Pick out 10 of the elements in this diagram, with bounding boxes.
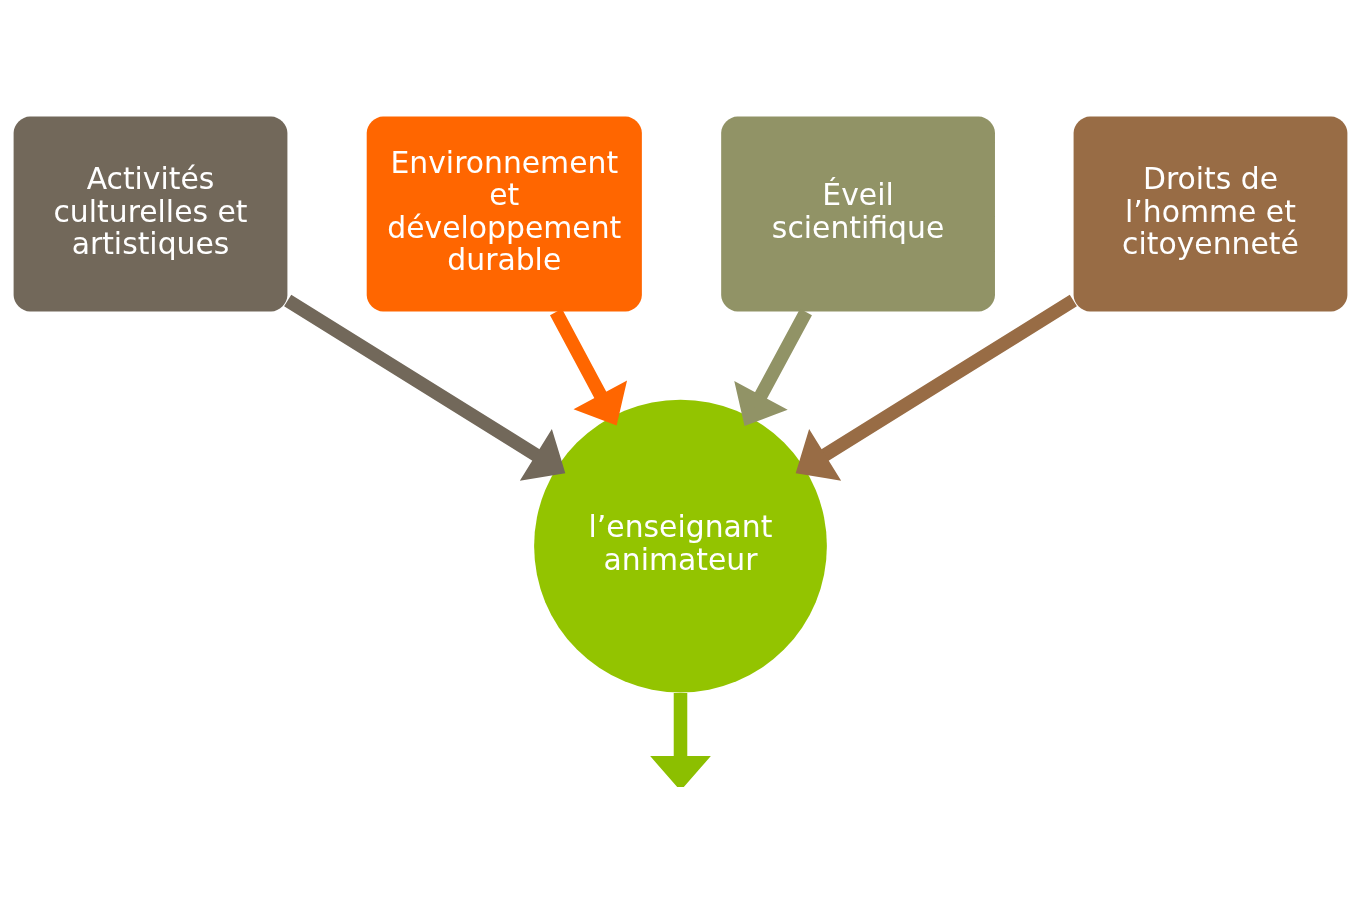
node-box: Activités culturelles et artistiques <box>13 116 288 312</box>
node-box: Éveil scientifique <box>721 116 995 312</box>
arrow <box>734 308 812 426</box>
node-box: Droits de l’homme et citoyenneté <box>1073 116 1348 312</box>
arrow <box>284 294 566 481</box>
node-circle: l’enseignant animateur <box>534 399 827 693</box>
arrow <box>795 294 1077 481</box>
node-box: Environnement et développement durable <box>366 116 642 312</box>
arrow <box>650 693 711 787</box>
arrow <box>550 308 628 426</box>
